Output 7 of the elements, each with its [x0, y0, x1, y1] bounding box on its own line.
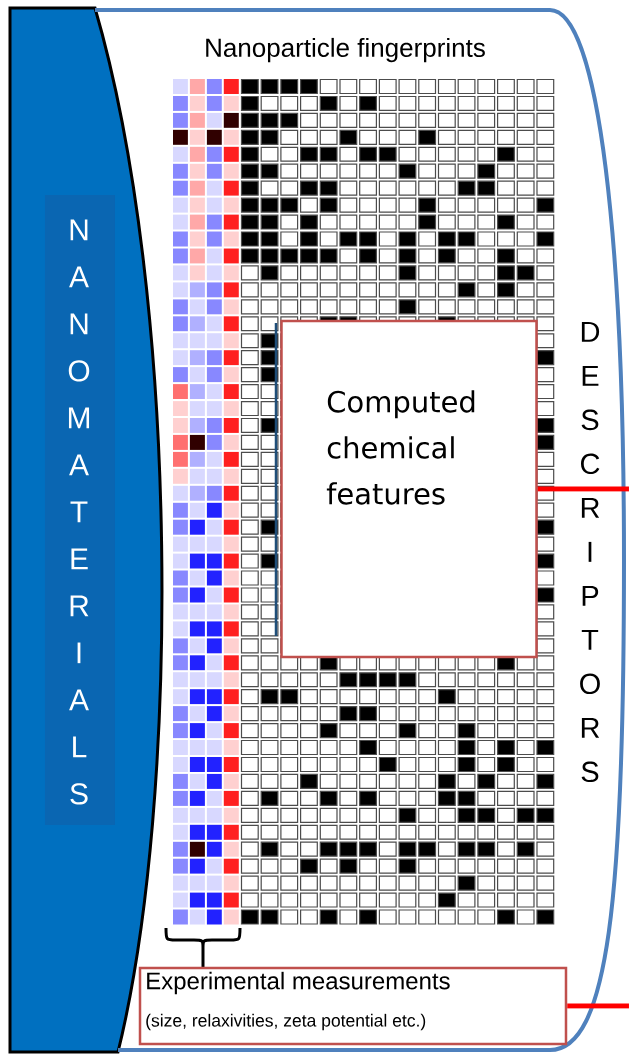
- heading: Nanoparticle fingerprints: [206, 37, 485, 63]
- connector-line: [537, 486, 629, 492]
- measurement-box: Experimental measurements (size, relaxivities, zeta potential etc.): [138, 966, 568, 1046]
- vertical-label: NANOMATERIALS: [68, 219, 90, 805]
- connector-line: [567, 1003, 629, 1009]
- vertical-label: DESCRIPTORS: [580, 321, 600, 783]
- feature-box: Computed chemical features: [280, 319, 538, 659]
